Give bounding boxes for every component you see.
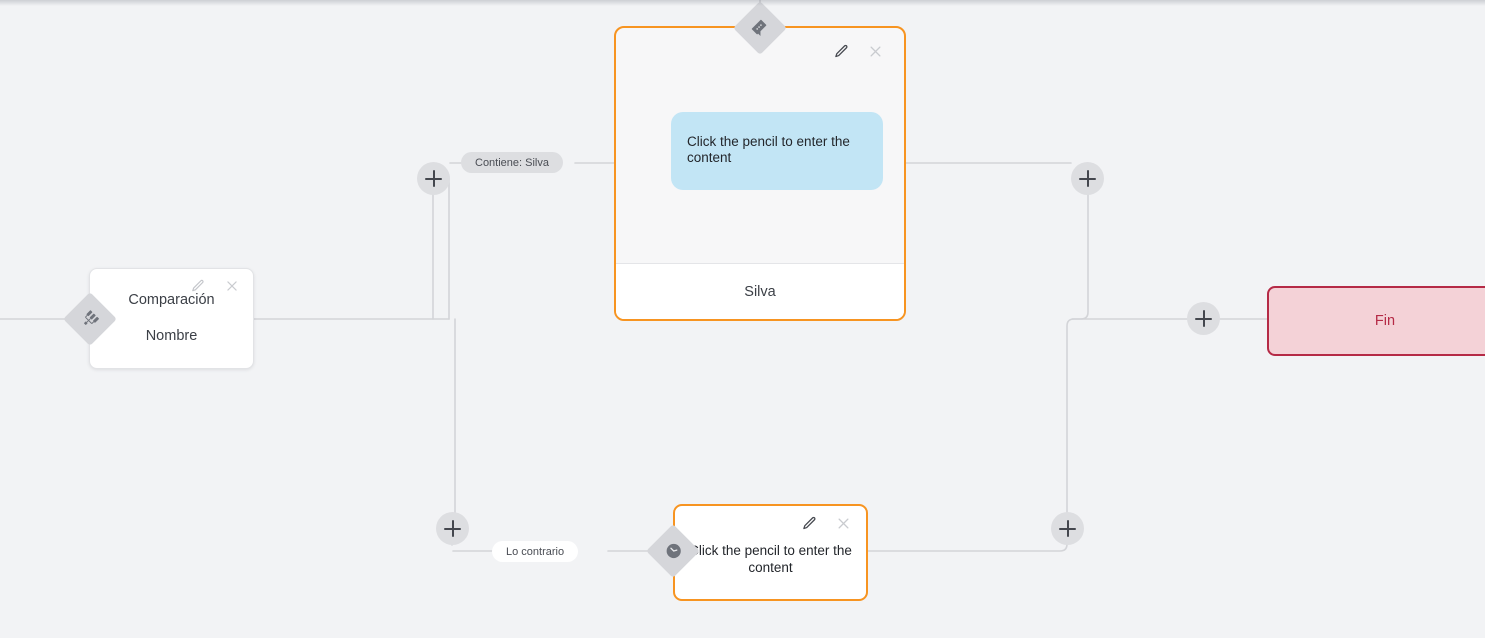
comparison-subtitle: Nombre <box>145 327 198 344</box>
add-after-delay-button[interactable] <box>1051 512 1084 545</box>
comparison-title: Comparación <box>128 291 215 308</box>
delay-text: Click the pencil to enter the content <box>689 542 852 575</box>
node-comparison[interactable]: Comparación Nombre <box>89 268 254 369</box>
comparison-node-tools <box>189 277 241 295</box>
node-end[interactable]: Fin <box>1267 286 1485 356</box>
add-branch-false-button[interactable] <box>436 512 469 545</box>
clock-icon <box>646 524 700 578</box>
message-footer: Silva <box>616 263 904 319</box>
add-after-message-button[interactable] <box>1071 162 1104 195</box>
close-icon[interactable] <box>866 42 884 60</box>
node-message[interactable]: Click the pencil to enter the content Si… <box>614 26 906 321</box>
pencil-icon[interactable] <box>832 42 850 60</box>
node-delay[interactable]: Click the pencil to enter the content <box>673 504 868 601</box>
edge-label-otherwise: Lo contrario <box>492 541 579 562</box>
delay-node-tools <box>800 514 852 532</box>
sitemap-icon <box>63 292 117 346</box>
message-body: Click the pencil to enter the content <box>616 28 904 263</box>
add-before-end-button[interactable] <box>1187 302 1220 335</box>
message-bubble: Click the pencil to enter the content <box>671 112 883 190</box>
pencil-icon[interactable] <box>800 514 818 532</box>
message-node-tools <box>832 42 884 60</box>
pencil-icon[interactable] <box>189 277 207 295</box>
edge-label-contains: Contiene: Silva <box>461 152 563 173</box>
add-branch-true-button[interactable] <box>417 162 450 195</box>
chat-bubble-icon <box>733 1 787 55</box>
close-icon[interactable] <box>834 514 852 532</box>
close-icon[interactable] <box>223 277 241 295</box>
